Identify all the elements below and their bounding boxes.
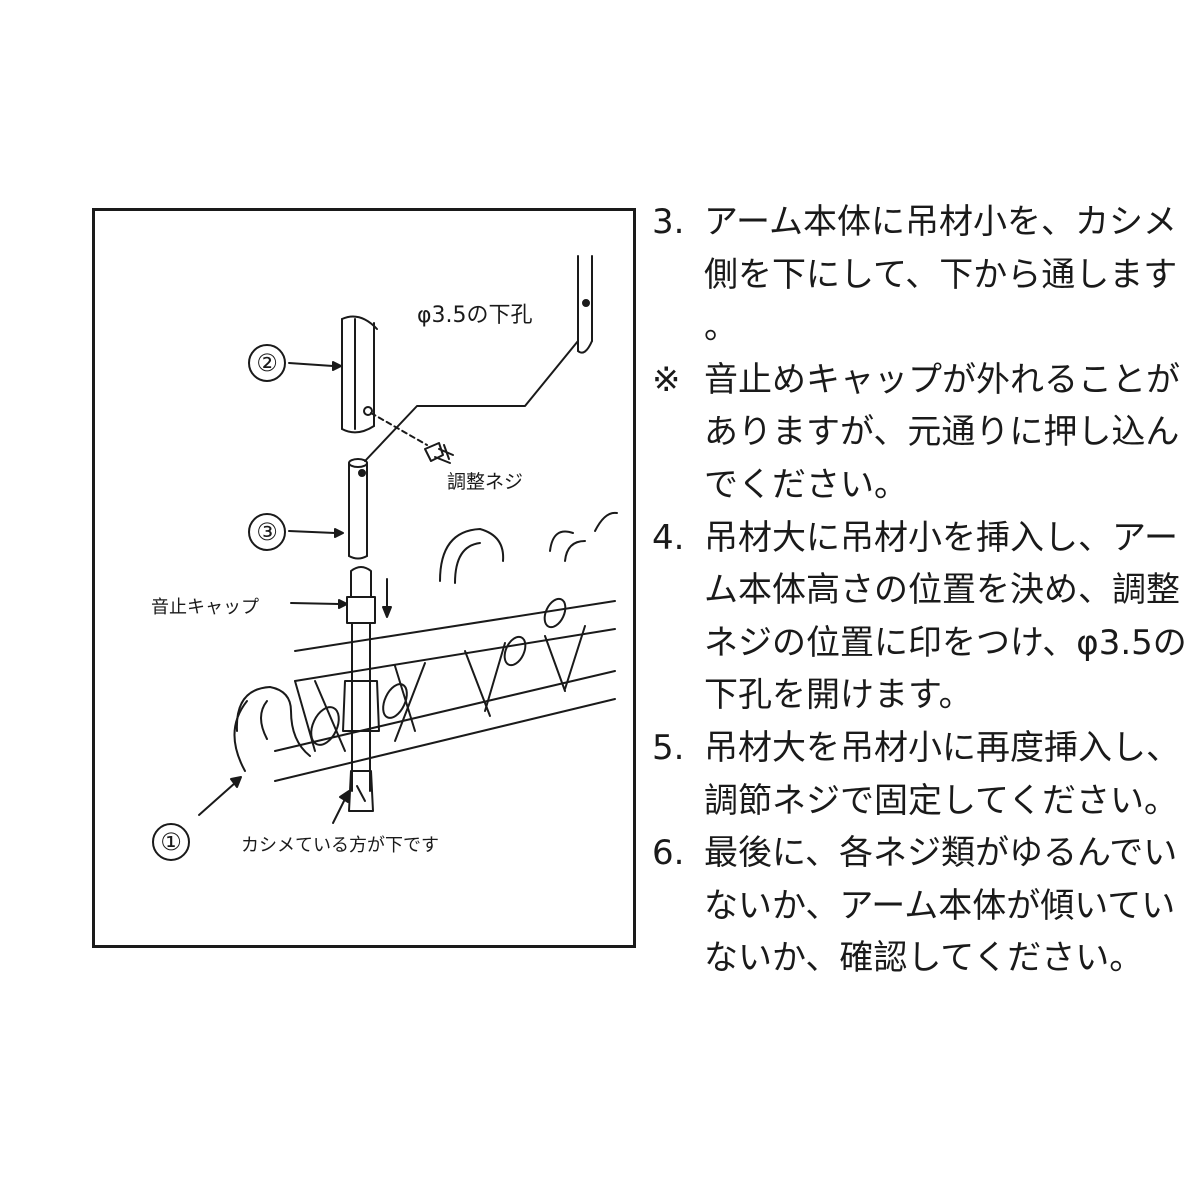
step-text: 吊材大に吊材小を挿入し、アーム本体高さの位置を決め、調整ネジの位置に印をつけ、φ… [704,517,1187,716]
note-text: 音止めキャップが外れることがありますが、元通りに押し込んでください。 [704,359,1180,505]
step-number: 3. [652,202,685,242]
callout-cap: 音止キャップ [151,597,259,618]
callout-bottom: カシメている方が下です [241,835,439,856]
pipe-icon [348,458,368,560]
part-number-2: ② [248,344,286,382]
instruction-step-5: 5. 吊材大を吊材小に再度挿入し、調節ネジで固定してください。 [652,722,1192,827]
step-text: アーム本体に吊材小を、カシメ側を下にして、下から通します。 [704,202,1178,348]
step-number: 4. [652,517,685,558]
step-number: 5. [652,727,685,768]
callout-screw: 調整ネジ [447,471,524,493]
step-text: 吊材大を吊材小に再度挿入し、調節ネジで固定してください。 [704,727,1180,821]
instruction-step-6: 6. 最後に、各ネジ類がゆるんでいないか、アーム本体が傾いていないか、確認してく… [652,827,1192,985]
pipe-icon [341,315,378,434]
diagram-panel: ② ③ ① φ3.5の下孔 調整ネジ 音止キャップ カシメている方が下です [92,208,636,948]
pipe-icon [577,255,593,354]
instruction-step-4: 4. 吊材大に吊材小を挿入し、アーム本体高さの位置を決め、調整ネジの位置に印をつ… [652,512,1192,722]
step-number: 6. [652,833,685,874]
part-number-1: ① [152,823,190,861]
instruction-step-3: 3. アーム本体に吊材小を、カシメ側を下にして、下から通します。 [652,196,1192,354]
assembly-diagram [198,255,618,824]
arm-bracket-icon [233,511,618,812]
instruction-note: ※ 音止めキャップが外れることがありますが、元通りに押し込んでください。 [652,354,1192,512]
note-mark: ※ [652,359,681,400]
screw-icon [424,442,454,464]
instruction-list: 3. アーム本体に吊材小を、カシメ側を下にして、下から通します。 ※ 音止めキャ… [652,196,1192,985]
step-text: 最後に、各ネジ類がゆるんでいないか、アーム本体が傾いていないか、確認してください… [704,833,1178,979]
callout-hole: φ3.5の下孔 [417,303,533,328]
part-number-3: ③ [248,513,286,551]
